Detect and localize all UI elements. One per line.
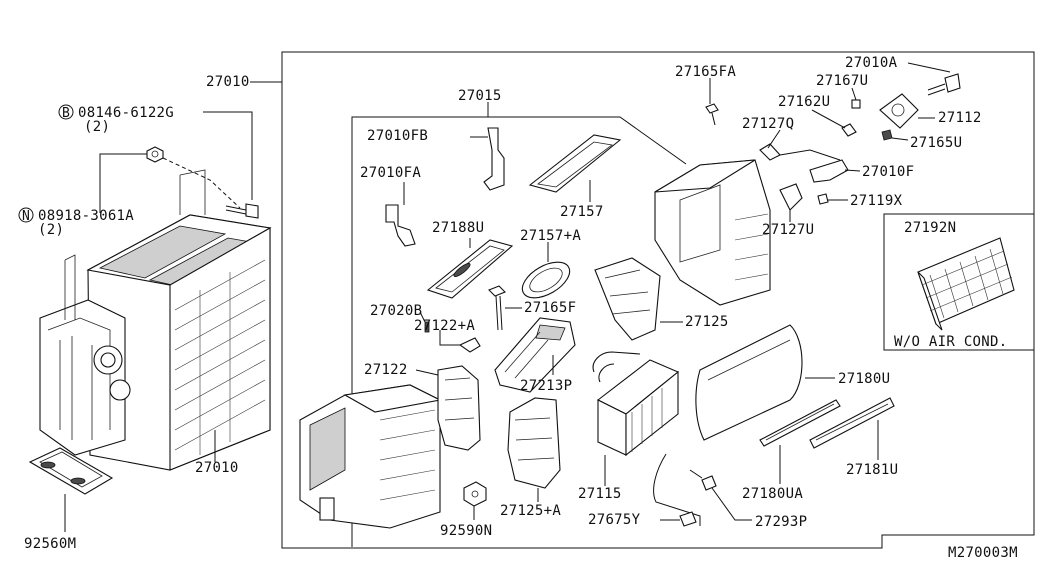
label-27010-bottom: 27010 xyxy=(195,460,239,476)
leader-lines xyxy=(64,62,951,532)
duct-27213p xyxy=(494,317,576,393)
label-27127q: 27127Q xyxy=(742,116,794,132)
part-27167u xyxy=(851,99,861,109)
screw-27165u xyxy=(881,129,893,141)
label-27010a: 27010A xyxy=(845,55,898,71)
label-27157: 27157 xyxy=(560,204,604,220)
housing-27125 xyxy=(594,257,661,341)
screw-27165fa xyxy=(705,103,719,126)
part-27119x xyxy=(817,193,829,205)
bolt-27010a xyxy=(927,73,961,96)
label-27180ua: 27180UA xyxy=(742,486,803,502)
lever-27162u xyxy=(841,123,857,137)
mode-door-link-27122 xyxy=(437,365,481,451)
label-27119x: 27119X xyxy=(850,193,903,209)
label-27180u: 27180U xyxy=(838,371,890,387)
label-92590n: 92590N xyxy=(440,523,492,539)
label-27188u: 27188U xyxy=(432,220,484,236)
nut-symbol-letter: N xyxy=(22,209,30,224)
bolt-symbol: B xyxy=(58,104,74,121)
heater-unit-main xyxy=(39,169,272,471)
label-27020b: 27020B xyxy=(370,303,422,319)
seal-27157a xyxy=(521,261,571,299)
label-27125a: 27125+A xyxy=(500,503,561,519)
link-27122a xyxy=(458,337,481,353)
label-27165f: 27165F xyxy=(524,300,576,316)
label-27165fa: 27165FA xyxy=(675,64,736,80)
label-without-air-cond: W/O AIR COND. xyxy=(894,334,1007,350)
actuator-27112 xyxy=(879,93,919,129)
label-08146-qty: (2) xyxy=(84,119,110,135)
label-27181u: 27181U xyxy=(846,462,898,478)
label-08918-3061a: 08918-3061A xyxy=(38,208,134,224)
label-08146-6122g: 08146-6122G xyxy=(78,105,174,121)
label-27293p: 27293P xyxy=(755,514,807,530)
seal-strip-27181u xyxy=(809,397,895,449)
label-27167u: 27167U xyxy=(816,73,868,89)
label-27165u: 27165U xyxy=(910,135,962,151)
heater-core-27115 xyxy=(592,351,680,457)
drain-pan-92560m xyxy=(28,447,114,495)
label-27015: 27015 xyxy=(458,88,502,104)
seal-27157 xyxy=(528,134,622,193)
label-08918-qty: (2) xyxy=(38,222,64,238)
bolt-08146 xyxy=(225,203,259,219)
label-27010-top: 27010 xyxy=(206,74,250,90)
case-27125a xyxy=(507,397,561,489)
seal-strip-27180ua xyxy=(759,399,841,447)
diagram-code: M270003M xyxy=(948,545,1018,561)
bracket-27010fb xyxy=(483,127,505,191)
label-27010f: 27010F xyxy=(862,164,914,180)
without-air-cond-box xyxy=(883,213,1035,351)
label-27122a: 27122+A xyxy=(414,318,475,334)
label-92560m: 92560M xyxy=(24,536,76,552)
label-27115: 27115 xyxy=(578,486,622,502)
label-27192n: 27192N xyxy=(904,220,956,236)
heater-case-upper xyxy=(654,159,771,306)
label-27010fb: 27010FB xyxy=(367,128,428,144)
assembly-frame xyxy=(265,51,1035,549)
sensor-27675y xyxy=(653,453,701,527)
label-27157a: 27157+A xyxy=(520,228,581,244)
door-lever-27127u xyxy=(779,183,803,211)
screw-27293p xyxy=(689,469,717,491)
nut-symbol: N xyxy=(18,207,34,224)
label-27122: 27122 xyxy=(364,362,408,378)
rod-27127q xyxy=(759,143,841,161)
cover-27180u xyxy=(695,324,803,441)
label-27010fa: 27010FA xyxy=(360,165,421,181)
bracket-27010f xyxy=(809,159,849,183)
heater-core-27192n xyxy=(917,237,1015,331)
bolt-symbol-letter: B xyxy=(62,106,70,121)
clip-92590n xyxy=(463,481,487,507)
label-27162u: 27162U xyxy=(778,94,830,110)
clip-27020b xyxy=(424,321,430,333)
label-27127u: 27127U xyxy=(762,222,814,238)
label-27675y: 27675Y xyxy=(588,512,641,528)
screw-27165f xyxy=(488,285,506,331)
label-27112: 27112 xyxy=(938,110,982,126)
seal-27188u xyxy=(426,239,514,299)
label-27125: 27125 xyxy=(685,314,729,330)
label-27213p: 27213P xyxy=(520,378,572,394)
heater-case-lower xyxy=(299,384,442,529)
nut-08918 xyxy=(146,146,164,163)
bracket-27010fa xyxy=(385,204,416,247)
